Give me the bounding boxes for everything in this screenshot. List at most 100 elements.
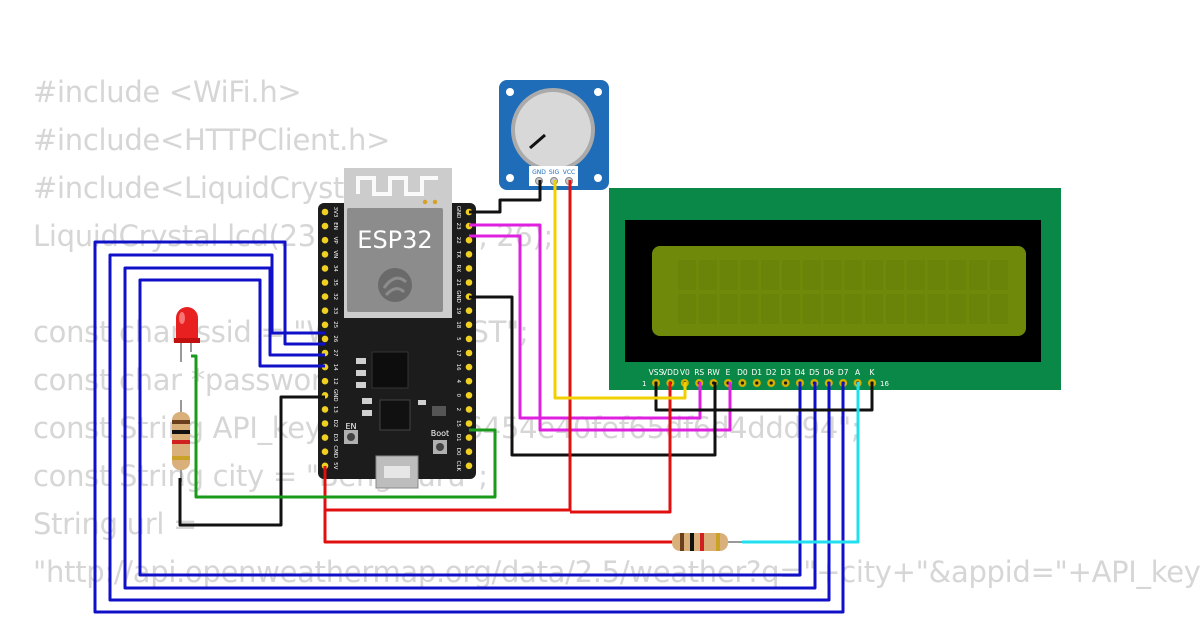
esp32-pin[interactable]: [321, 377, 329, 385]
code-line: #include<HTTPClient.h>: [33, 123, 391, 157]
esp32-pin-label: 16: [455, 364, 461, 371]
wire-e[interactable]: [469, 234, 702, 420]
wire-led-gnd[interactable]: [178, 395, 325, 527]
en-button-cap[interactable]: [347, 433, 355, 441]
wire-d5[interactable]: [123, 266, 817, 590]
esp32-pin-label: 13: [332, 406, 338, 413]
red-led[interactable]: [174, 307, 200, 362]
esp32-pin-label: 2: [455, 408, 461, 412]
pot-indicator: [529, 133, 546, 150]
esp32-pin[interactable]: [465, 462, 473, 470]
esp32-pin[interactable]: [465, 236, 473, 244]
wire-rs[interactable]: [469, 223, 732, 432]
esp32-pin[interactable]: [321, 265, 329, 272]
esp32-pin[interactable]: [465, 392, 473, 399]
esp32-pin-label: 12: [332, 378, 338, 385]
esp32-pin-label: CMD: [332, 445, 338, 458]
lcd-cell: [948, 260, 967, 290]
wire-pot-vcc[interactable]: [323, 180, 572, 512]
lcd-cell: [761, 260, 780, 290]
esp32-pin-label: 35: [332, 279, 338, 286]
lcd-cell: [886, 260, 904, 290]
esp32-pin[interactable]: [321, 208, 329, 216]
esp32-pin[interactable]: [465, 377, 473, 385]
resistor-band: [680, 533, 684, 551]
led-resistor[interactable]: [172, 400, 190, 482]
esp32-pin[interactable]: [321, 293, 329, 300]
esp32-pin[interactable]: [465, 265, 473, 272]
wire-pot-gnd[interactable]: [469, 180, 542, 214]
pot-knob[interactable]: [515, 92, 591, 168]
lcd-pin-label: RW: [707, 368, 720, 377]
esp32-pin[interactable]: [321, 420, 329, 427]
esp32-pin-label: GND: [332, 389, 338, 402]
esp32-pin[interactable]: [465, 279, 473, 286]
boot-button-cap[interactable]: [436, 443, 444, 451]
esp32-pin-label: D3: [332, 434, 338, 442]
esp32-devkit[interactable]: ESP32 EN Boot 3V3ENVPVN34353233252627141…: [318, 168, 476, 489]
wire-d6[interactable]: [108, 253, 831, 602]
lcd-cell: [823, 294, 842, 324]
wire-backlight-anode[interactable]: [742, 382, 860, 544]
pot-pin-label: SIG: [549, 169, 560, 176]
lcd-pin-label: D4: [795, 368, 806, 377]
lcd-cell: [969, 294, 988, 324]
backlight-resistor[interactable]: [656, 533, 742, 551]
esp32-pin[interactable]: [465, 420, 473, 427]
esp32-pin[interactable]: [465, 406, 473, 413]
espressif-logo-icon: [378, 268, 412, 302]
lcd-cell: [844, 294, 863, 324]
wire-lcd-gnd[interactable]: [654, 382, 874, 412]
esp32-pin-label: D0: [455, 448, 461, 456]
code-line: String url =: [33, 507, 198, 541]
lcd-cell: [740, 294, 759, 324]
resistor-band: [716, 533, 720, 551]
esp32-pin[interactable]: [321, 236, 329, 244]
esp32-pin-label: 34: [332, 265, 338, 272]
pot-hole: [594, 88, 602, 96]
esp32-pin[interactable]: [321, 448, 329, 456]
lcd-cell: [969, 260, 988, 290]
wire-gnd-rw[interactable]: [469, 295, 717, 457]
esp32-shield: [347, 208, 443, 312]
esp32-pin[interactable]: [321, 462, 329, 470]
wire-d7[interactable]: [93, 240, 845, 614]
esp32-pin[interactable]: [465, 448, 473, 456]
lcd-pin-label: VSS: [649, 368, 664, 377]
esp32-pin[interactable]: [465, 349, 473, 357]
wire-d4[interactable]: [138, 278, 802, 577]
esp32-pin[interactable]: [465, 335, 473, 343]
esp32-pin[interactable]: [465, 363, 473, 371]
esp32-pin[interactable]: [321, 434, 329, 441]
esp32-pin-label: 32: [332, 293, 338, 300]
esp32-pin[interactable]: [321, 321, 329, 329]
lcd-cell: [802, 294, 821, 324]
esp32-pin[interactable]: [321, 251, 329, 258]
esp32-pin[interactable]: [465, 434, 473, 441]
micro-usb-port[interactable]: [375, 455, 419, 489]
esp32-pin[interactable]: [465, 251, 473, 258]
wires: [93, 180, 874, 614]
lcd-pin-label: VDD: [662, 368, 679, 377]
esp32-pin[interactable]: [321, 279, 329, 286]
lcd-cell: [906, 260, 925, 290]
esp32-pin-label: 33: [332, 307, 338, 314]
esp32-pin[interactable]: [321, 307, 329, 315]
wire-backlight-vcc[interactable]: [323, 510, 672, 544]
esp32-pin-label: 26: [332, 335, 338, 342]
esp32-pin[interactable]: [321, 222, 329, 230]
esp32-pin[interactable]: [321, 335, 329, 343]
wire-v0[interactable]: [553, 180, 687, 400]
lcd-cell: [761, 294, 780, 324]
esp32-pin[interactable]: [321, 406, 329, 413]
pot-pin-label: VCC: [563, 169, 575, 176]
en-label: EN: [345, 422, 356, 431]
wire-led-anode[interactable]: [191, 354, 497, 499]
esp32-pin[interactable]: [465, 307, 473, 315]
lcd-pin-label: D1: [752, 368, 763, 377]
esp32-pin[interactable]: [465, 321, 473, 329]
wire-vdd[interactable]: [570, 382, 672, 514]
